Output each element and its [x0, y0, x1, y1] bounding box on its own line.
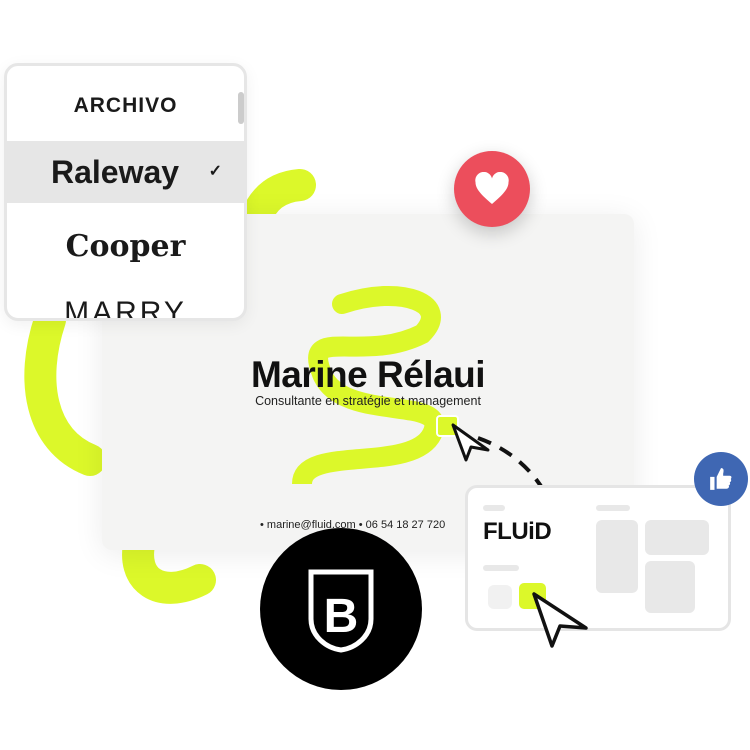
card-subtitle: Consultante en stratégie et management: [255, 394, 481, 408]
cursor-arrow-icon: [451, 423, 490, 462]
font-picker[interactable]: ARCHIVO Raleway ✓ Cooper MARRY: [4, 63, 247, 321]
heart-button[interactable]: [454, 151, 530, 227]
card-contact: • marine@fluid.com • 06 54 18 27 720: [260, 519, 446, 531]
fluid-logo: FLUiD: [483, 518, 552, 545]
heart-icon: [475, 172, 509, 204]
card-name: Marine Rélaui: [250, 354, 486, 395]
brand-badge: B: [260, 528, 422, 690]
checkmark-icon: ✓: [208, 163, 222, 180]
font-option-raleway[interactable]: Raleway ✓: [7, 141, 244, 203]
font-option-cooper[interactable]: Cooper: [65, 229, 186, 264]
brand-b-shield-icon: B: [308, 569, 374, 653]
lime-scribble: [292, 286, 445, 484]
scrollbar[interactable]: [238, 92, 244, 124]
selection-handle[interactable]: [436, 415, 459, 437]
thumbs-up-button[interactable]: [694, 452, 748, 506]
cursor-arrow-icon: [532, 592, 588, 648]
thumbs-up-icon: [710, 468, 732, 490]
font-option-label: Raleway: [51, 154, 180, 190]
fluid-panel: FLUiD: [465, 485, 731, 631]
font-option-marry[interactable]: MARRY: [64, 296, 187, 321]
svg-text:B: B: [324, 590, 359, 643]
font-option-archivo[interactable]: ARCHIVO: [73, 94, 178, 117]
